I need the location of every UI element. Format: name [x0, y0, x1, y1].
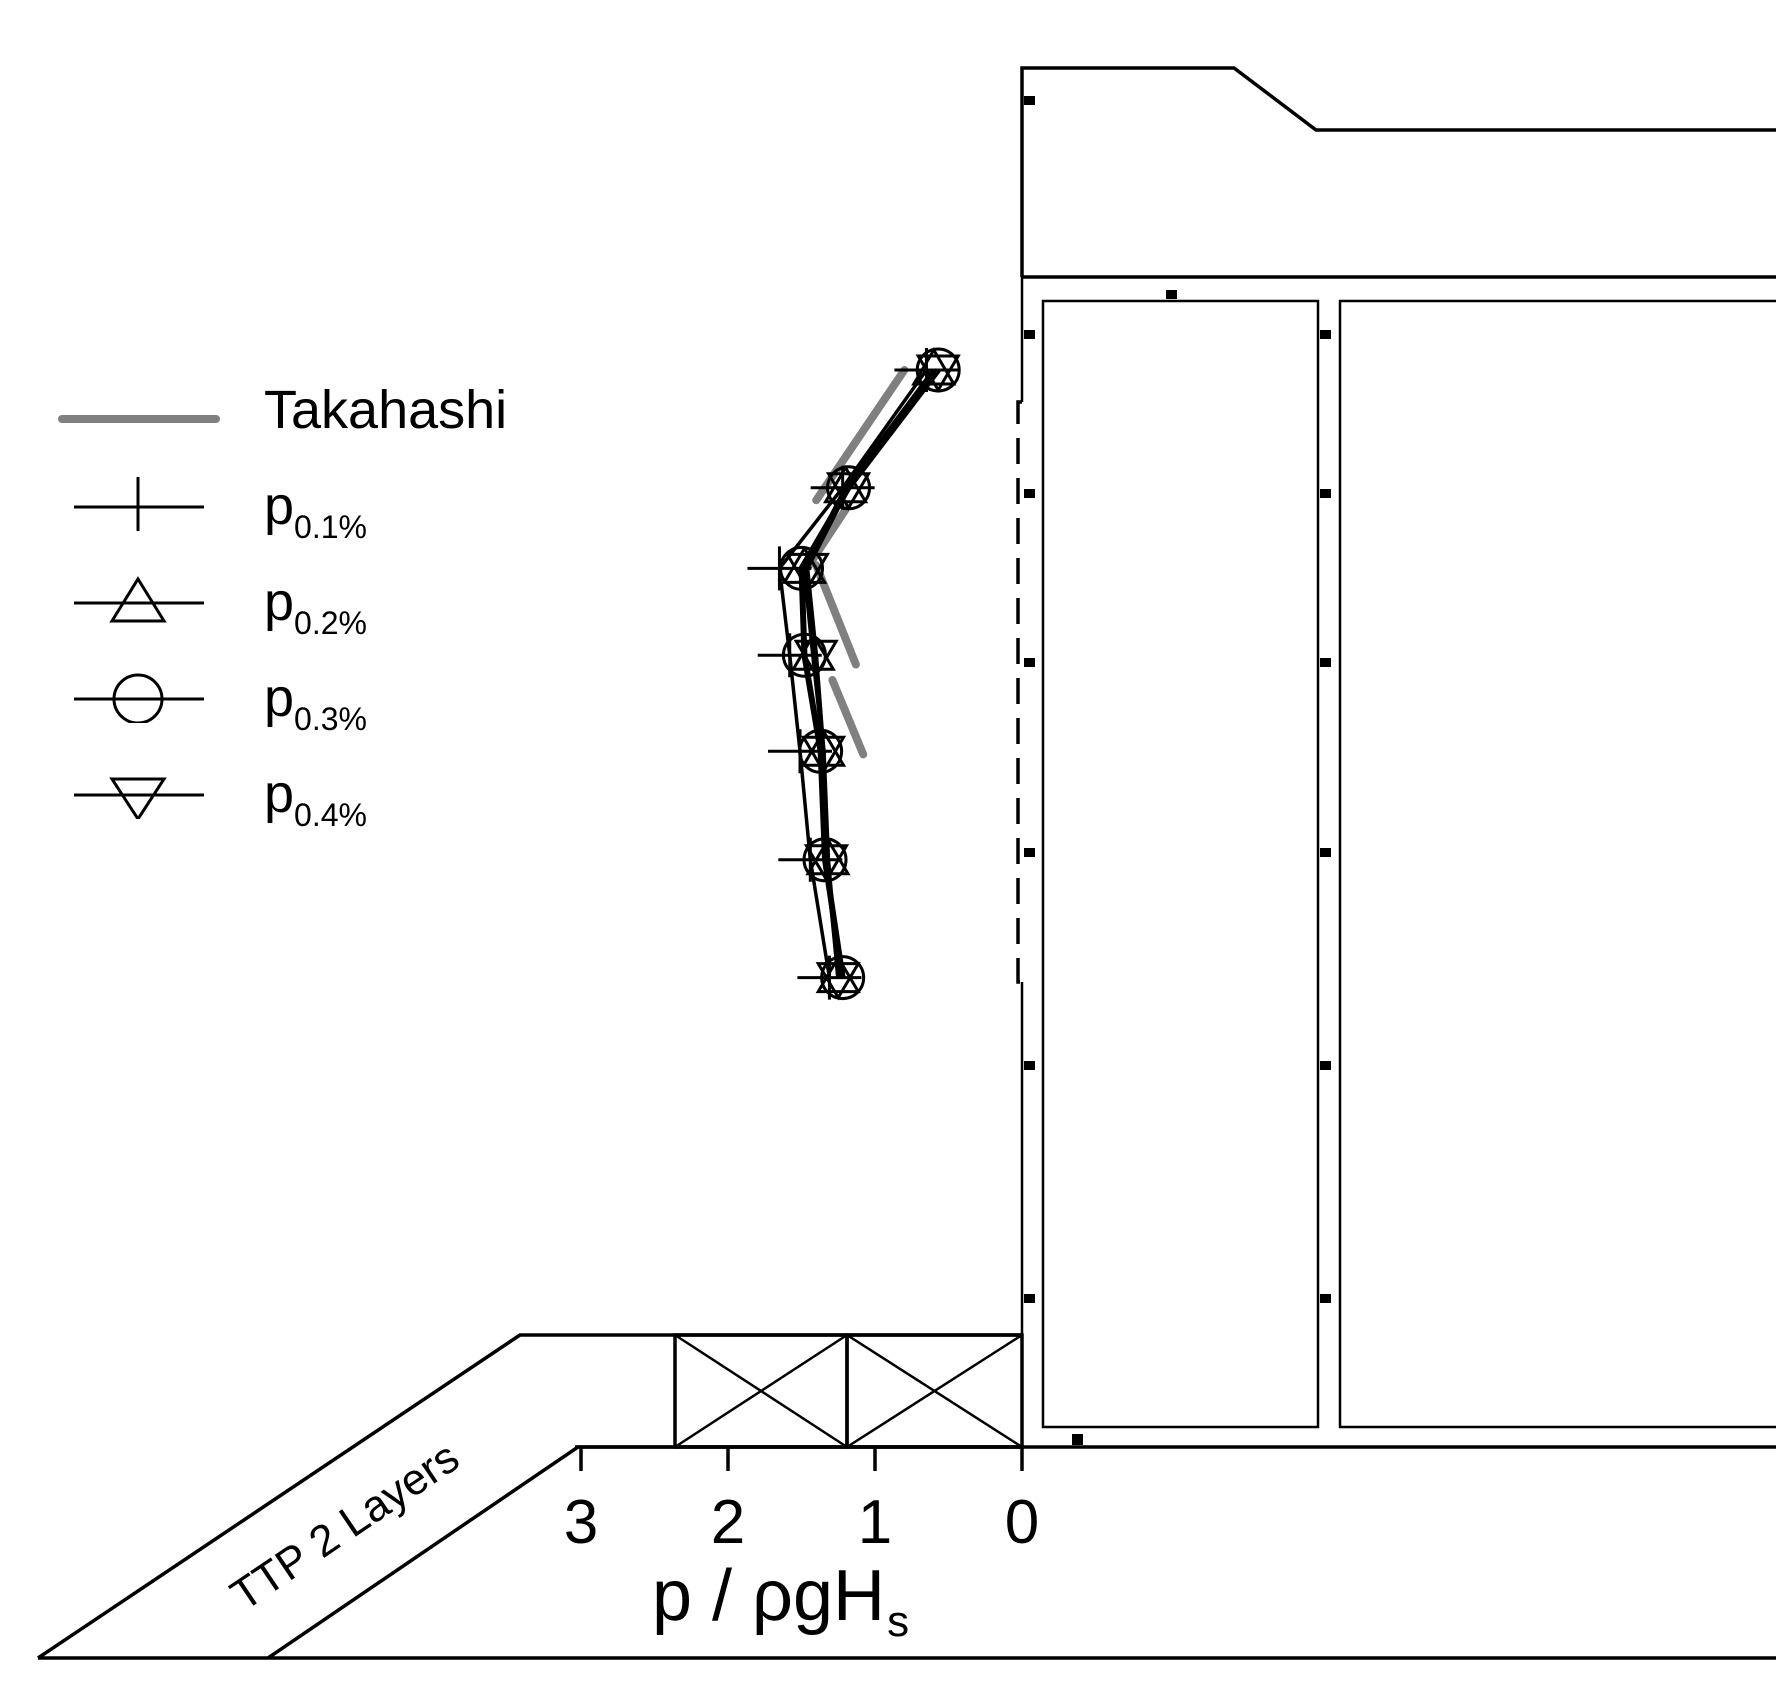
legend-line-gray [58, 415, 220, 423]
ttp-layers-annotation: TTP 2 Layers [222, 1432, 468, 1620]
legend-label-p01: p0.1% [264, 476, 367, 545]
series-layer [777, 366, 941, 979]
legend-marker-plus [74, 477, 204, 531]
x-tick-label: 2 [711, 1488, 745, 1557]
series-line-plus [777, 368, 928, 978]
legend-label-p04: p0.4% [264, 764, 367, 833]
legend-entry-p02: p0.2% [50, 567, 570, 641]
legend-marker-triangle-up [74, 576, 204, 623]
legend-label-p02: p0.2% [264, 572, 367, 641]
crown-wall-outline [1020, 66, 1776, 277]
legend-marker-circle [74, 673, 204, 723]
triangle-down-marker [825, 472, 872, 511]
legend-label-p03: p0.3% [264, 668, 367, 737]
triangle-up-marker [815, 954, 861, 994]
circle-marker [781, 632, 827, 678]
caisson-opening-dashed-outer [1016, 400, 1022, 984]
triangle-down-marker [800, 735, 847, 775]
legend-entry-p01: p0.1% [50, 471, 570, 545]
breakwater-structure-drawing [37, 66, 1776, 1660]
circle-marker [802, 837, 848, 883]
takahashi-segment [828, 676, 868, 759]
x-tick-label: 0 [1005, 1488, 1039, 1557]
x-tick-label: 3 [564, 1488, 598, 1557]
x-axis: 3 2 1 0 p / ρgHs [564, 1445, 1039, 1646]
triangle-down-marker [784, 552, 831, 592]
legend-marker-triangle-down [74, 777, 204, 819]
x-axis-label: p / ρgHs [652, 1556, 909, 1646]
triangle-up-marker [800, 728, 847, 767]
legend-entry-p04: p0.4% [50, 759, 570, 833]
foot-block-2-cross [846, 1333, 1023, 1449]
triangle-down-marker [815, 962, 861, 1001]
marker-layer [747, 347, 961, 1001]
triangle-down-marker [803, 844, 850, 883]
foot-block-1-cross [674, 1333, 848, 1449]
triangle-up-marker [805, 836, 851, 876]
legend-entry-p03: p0.3% [50, 663, 570, 737]
x-tick-label: 1 [858, 1488, 892, 1557]
triangle-down-marker [793, 639, 839, 679]
triangle-down-marker [915, 354, 961, 393]
caisson-cell-left [1041, 299, 1320, 1429]
pressure-gauge-markers [1024, 96, 1331, 1445]
caisson-cell-right [1338, 299, 1776, 1429]
circle-marker [779, 545, 824, 591]
circle-marker [798, 728, 844, 774]
legend-entry-takahashi: Takahashi [50, 375, 570, 440]
legend-label-takahashi: Takahashi [264, 380, 508, 440]
x-axis-ticks: 3 2 1 0 [564, 1447, 1039, 1557]
circle-marker [820, 955, 866, 1001]
